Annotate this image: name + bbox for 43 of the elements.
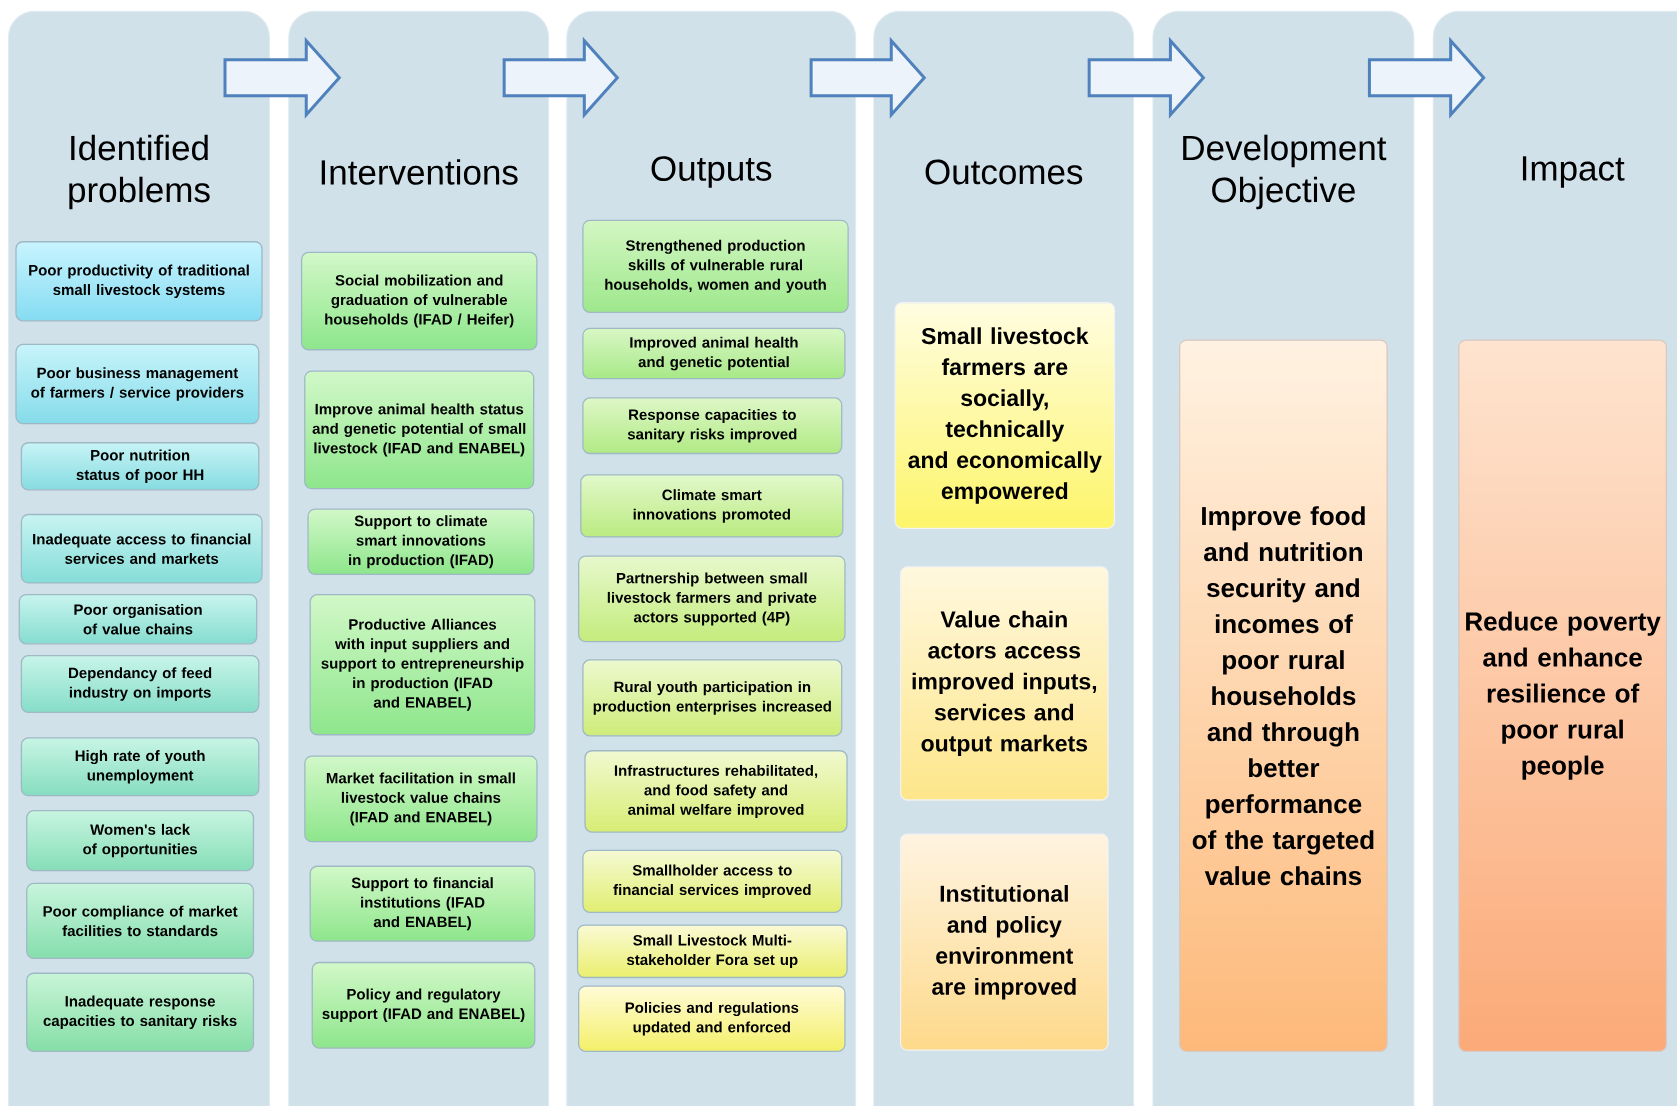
text-box: Women's lack of opportunities — [26, 810, 255, 872]
text-box: Strengthened production skills of vulnerable rural households, women and youth — [582, 219, 849, 313]
text-box: Poor business management of farmers / service providers — [15, 343, 260, 425]
text-box: Smallholder access to financial services improved — [582, 849, 843, 913]
text-box: Small livestock farmers are socially, technically and economically empowered — [894, 302, 1116, 529]
text-box: Policy and regulatory support (IFAD and ENABEL) — [311, 961, 536, 1049]
block-arrow — [223, 36, 342, 119]
text-box: Reduce poverty and enhance resilience of poor rural people — [1458, 339, 1667, 1052]
text-box: Policies and regulations updated and enforced — [578, 985, 846, 1052]
text-box: Infrastructures rehabilitated, and food safety and animal welfare improved — [584, 750, 848, 833]
text-box: Value chain actors access improved inputs, services and output markets — [899, 566, 1109, 801]
column-heading: Interventions — [321, 159, 518, 185]
text-box: Improved animal health and genetic potential — [582, 327, 846, 380]
text-box: Improve food and nutrition security and incomes of poor rural households and through better performance of the targeted value chains — [1179, 339, 1388, 1052]
text-box: Poor productivity of traditional small livestock systems — [15, 241, 263, 322]
block-arrow — [1367, 36, 1486, 119]
column-heading: Impact — [1522, 156, 1625, 188]
text-box: Response capacities to sanitary risks improved — [582, 397, 843, 455]
text-box: Improve animal health status and genetic potential of small livestock (IFAD and ENABEL) — [304, 370, 535, 490]
text-box: Productive Alliances with input suppliers and support to entrepreneurship in production (IFAD and ENABEL) — [309, 594, 536, 736]
block-arrow — [1087, 36, 1206, 119]
column-heading: Outputs — [651, 156, 772, 188]
text-box: Poor nutrition status of poor HH — [20, 442, 260, 491]
text-box: Climate smart innovations promoted — [580, 474, 844, 538]
text-box: Poor organisation of value chains — [18, 593, 258, 645]
text-box: Poor compliance of market facilities to standards — [26, 882, 255, 959]
text-box: Support to climate smart innovations in production (IFAD) — [307, 508, 535, 575]
text-box: Market facilitation in small livestock value chains (IFAD and ENABEL) — [304, 755, 538, 843]
text-box: Small Livestock Multi-stakeholder Fora set up — [576, 924, 848, 979]
text-box: Partnership between small livestock farmers and private actors supported (4P) — [578, 555, 846, 643]
column-heading: Outcomes — [925, 159, 1083, 185]
block-arrow — [809, 36, 927, 119]
text-box: High rate of youth unemployment — [20, 737, 260, 797]
text-box: Social mobilization and graduation of vulnerable households (IFAD / Heifer) — [300, 251, 538, 351]
block-arrow — [502, 36, 620, 119]
text-box: Support to financial institutions (IFAD and ENABEL) — [309, 865, 536, 942]
text-box: Rural youth participation in production enterprises increased — [582, 659, 843, 737]
column-heading: Development Objective — [1183, 134, 1387, 210]
text-box: Institutional and policy environment are improved — [899, 833, 1109, 1051]
column-heading: Identified problems — [69, 134, 210, 210]
text-box: Dependancy of feed industry on imports — [20, 655, 260, 713]
text-box: Inadequate response capacities to sanitary risks — [26, 972, 255, 1052]
text-box: Inadequate access to financial services and markets — [20, 513, 263, 584]
